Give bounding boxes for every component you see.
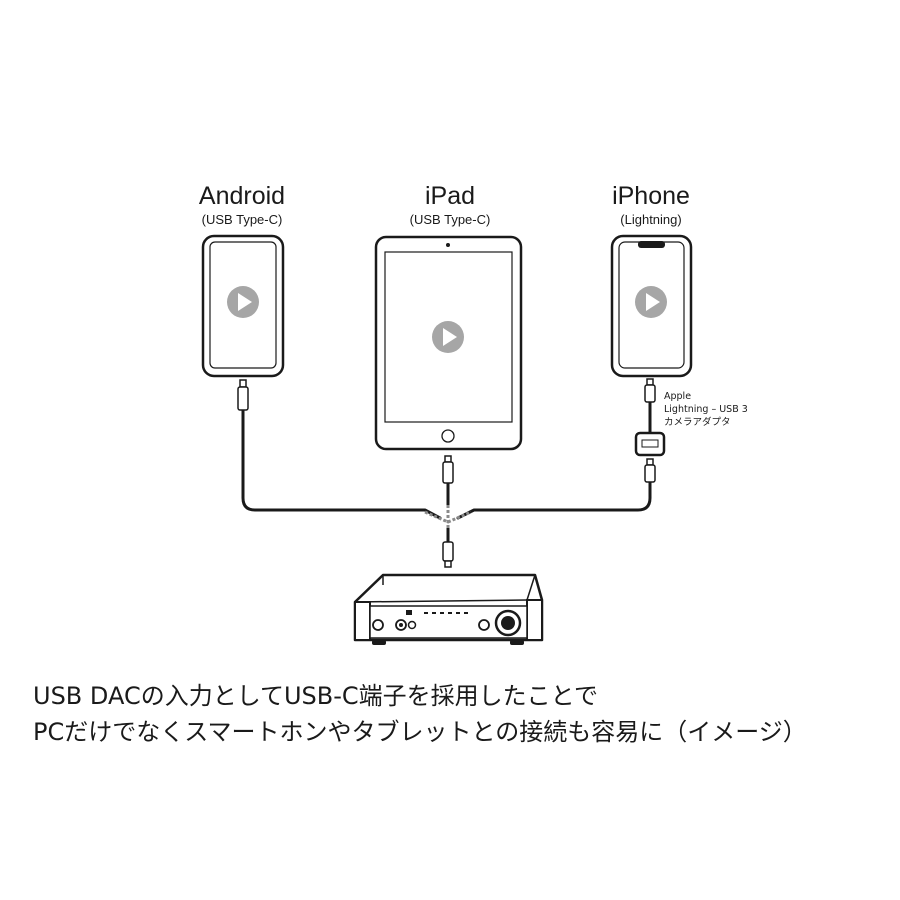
adapter-usb-plug (644, 464, 656, 483)
ipad-usb-c-plug (442, 461, 454, 484)
iphone-port-label: (Lightning) (620, 212, 681, 227)
cable-junction (424, 505, 472, 528)
android-title: Android (199, 182, 285, 210)
ipad-camera-icon (446, 243, 450, 247)
android-usb-c-tip (239, 379, 247, 388)
adapter-label-line1: Apple (664, 391, 691, 402)
ipad-title: iPad (425, 182, 475, 210)
connectors (237, 378, 656, 568)
dac-select-knob-icon (478, 619, 490, 631)
adapter-label-line3: カメラアダプタ (664, 416, 731, 428)
ipad-usb-c-tip (444, 455, 452, 463)
caption-line-1: USB DACの入力としてUSB-C端子を採用したことで (33, 682, 598, 710)
camera-adapter: Apple Lightning – USB 3 カメラアダプタ (634, 391, 748, 457)
dac-power-button-icon (372, 619, 384, 631)
android-cable (241, 408, 442, 520)
cables (241, 400, 652, 544)
iphone-title: iPhone (612, 182, 690, 210)
dac-usb-c-tip (444, 560, 452, 568)
android-port-label: (USB Type-C) (202, 212, 283, 227)
caption-line-2: PCだけでなくスマートホンやタブレットとの接続も容易に（イメージ） (33, 718, 807, 746)
dac-usb-c-plug (442, 541, 454, 562)
ipad-port-label: (USB Type-C) (410, 212, 491, 227)
caption: USB DACの入力としてUSB-C端子を採用したことで PCだけでなくスマート… (33, 678, 873, 750)
android-phone (201, 234, 285, 378)
adapter-label-line2: Lightning – USB 3 (664, 404, 748, 415)
android-play-icon (227, 286, 259, 318)
iphone-notch (638, 241, 665, 248)
adapter-usb-tip (646, 458, 654, 466)
ipad-tablet (374, 235, 523, 451)
ipad-home-button-icon (441, 429, 455, 443)
iphone-lightning-tip (646, 378, 654, 386)
usb-dac-amplifier (353, 573, 544, 645)
android-usb-c-plug (237, 386, 249, 411)
iphone-phone (610, 234, 693, 378)
iphone-lightning-plug (644, 384, 656, 403)
ipad-play-icon (432, 321, 464, 353)
iphone-play-icon (635, 286, 667, 318)
iphone-cable (456, 480, 652, 520)
dac-indicator-leds (424, 612, 468, 614)
